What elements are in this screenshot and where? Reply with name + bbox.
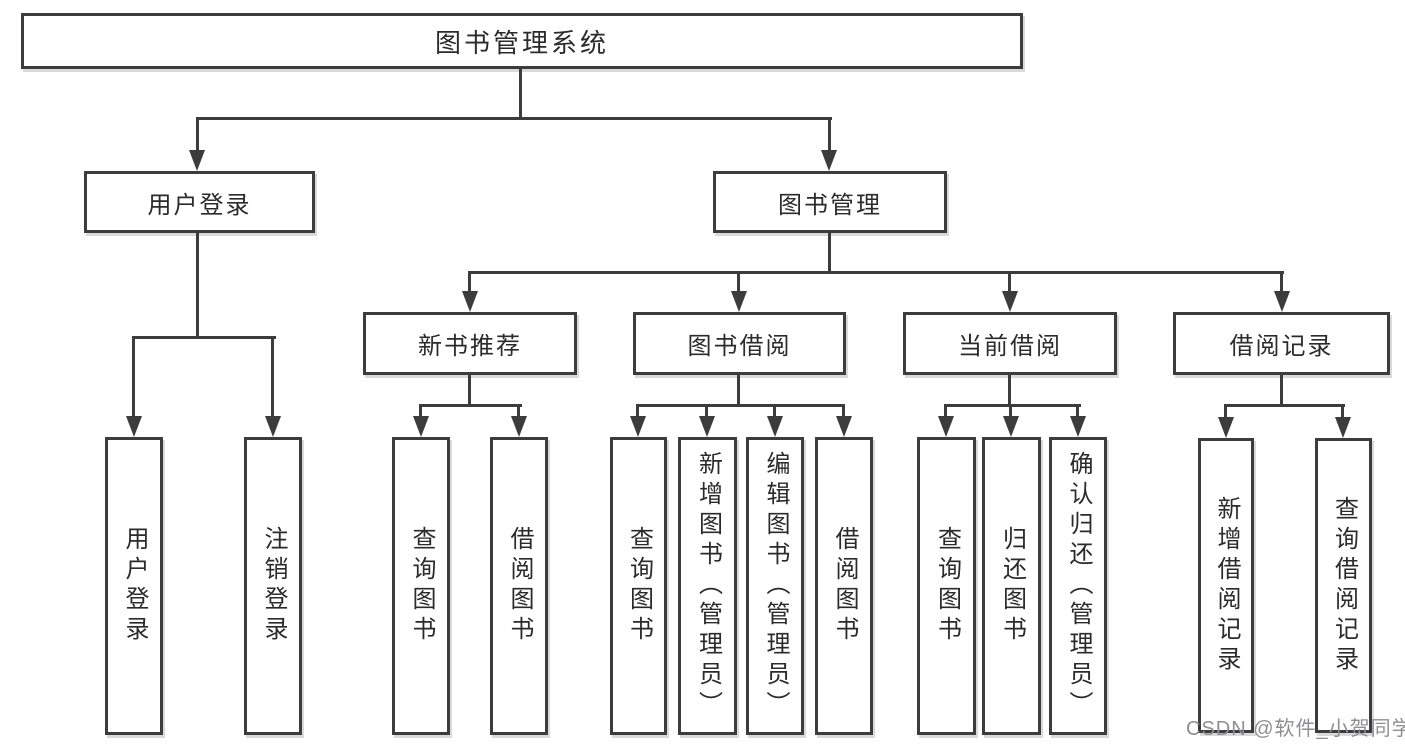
node-label: 借阅记录 <box>1229 333 1334 360</box>
arrowhead-bb-add <box>699 416 715 437</box>
arrowhead-book-branch <box>821 150 837 171</box>
arrowhead-cb-confirm <box>1070 416 1086 437</box>
node-book-management-branch: 图书管理 <box>713 171 947 233</box>
connector-current-borrow-trunk <box>1008 375 1011 406</box>
arrowhead-bb-query <box>630 416 646 437</box>
arrowhead-nb-borrow <box>511 416 527 437</box>
arrowhead-user-branch <box>189 150 205 171</box>
node-label: 图书管理 <box>778 191 882 219</box>
arrowhead-user-login <box>126 416 142 437</box>
node-label: 查询图书 <box>933 526 961 646</box>
connector-drop-br-add <box>1224 404 1227 418</box>
node-book-borrowing: 图书借阅 <box>633 312 846 375</box>
node-label: 查询借阅记录 <box>1330 495 1358 676</box>
node-label: 注销登录 <box>260 526 287 646</box>
node-leaf-logout: 注销登录 <box>244 437 302 735</box>
connector-book-borrow-crossbar <box>636 404 845 407</box>
connector-user-branch-trunk <box>196 233 199 338</box>
node-leaf-cb-return-books: 归还图书 <box>982 437 1041 735</box>
arrowhead-br-add <box>1218 417 1234 438</box>
connector-drop-borrow-records <box>1280 271 1283 293</box>
arrowhead-logout <box>265 416 281 437</box>
arrowhead-current-borrow <box>1002 291 1018 312</box>
arrowhead-cb-return <box>1003 416 1019 437</box>
node-leaf-nb-query-books: 查询图书 <box>392 437 450 735</box>
connector-drop-bb-add <box>705 404 708 417</box>
node-leaf-cb-confirm-return-admin: 确认归还（管理员） <box>1049 437 1107 735</box>
connector-drop-user-branch <box>196 117 199 151</box>
connector-borrow-records-crossbar <box>1224 404 1345 407</box>
arrowhead-bb-edit <box>767 416 783 437</box>
connector-drop-book-borrow <box>737 271 740 293</box>
node-borrowing-records: 借阅记录 <box>1173 312 1390 375</box>
connector-book-branch-trunk <box>828 233 831 273</box>
node-current-borrowing: 当前借阅 <box>903 312 1117 375</box>
csdn-watermark: CSDN @软件_小贺同学 <box>1186 718 1405 740</box>
arrowhead-br-query <box>1335 417 1351 438</box>
connector-drop-nb-borrow <box>517 404 520 417</box>
node-label: 新增图书（管理员） <box>694 451 722 721</box>
node-label: 借阅图书 <box>831 526 858 646</box>
arrowhead-new-book <box>462 291 478 312</box>
connector-root-trunk <box>519 69 522 117</box>
node-leaf-bb-add-books-admin: 新增图书（管理员） <box>678 437 737 735</box>
node-label: 确认归还（管理员） <box>1065 451 1092 721</box>
node-label: 用户登录 <box>147 191 252 219</box>
node-leaf-br-query-record: 查询借阅记录 <box>1315 438 1372 733</box>
connector-drop-new-book <box>468 271 471 293</box>
node-leaf-nb-borrow-books: 借阅图书 <box>490 437 548 735</box>
connector-book-branch-crossbar <box>468 271 1284 274</box>
node-label: 借阅图书 <box>506 526 533 646</box>
node-leaf-bb-borrow-books: 借阅图书 <box>815 437 873 735</box>
arrowhead-cb-query <box>938 416 954 437</box>
node-leaf-user-login: 用户登录 <box>105 437 163 735</box>
connector-current-borrow-crossbar <box>944 404 1081 407</box>
connector-drop-bb-borrow <box>842 404 845 417</box>
node-new-book-recommend: 新书推荐 <box>363 312 577 375</box>
node-label: 用户登录 <box>121 526 148 646</box>
node-label: 新书推荐 <box>418 333 522 360</box>
connector-drop-book-branch <box>828 117 831 151</box>
connector-drop-user-login <box>132 336 135 416</box>
connector-book-borrow-trunk <box>737 375 740 406</box>
connector-drop-current-borrow <box>1008 271 1011 293</box>
node-label: 当前借阅 <box>958 333 1062 360</box>
node-label: 查询图书 <box>408 526 435 646</box>
arrowhead-bb-borrow <box>836 416 852 437</box>
node-user-login-branch: 用户登录 <box>84 171 315 233</box>
connector-borrow-records-trunk <box>1280 375 1283 406</box>
connector-drop-nb-query <box>419 404 422 417</box>
node-label: 图书管理系统 <box>434 27 609 58</box>
connector-drop-logout <box>271 336 274 416</box>
connector-new-book-crossbar <box>419 404 522 407</box>
connector-drop-cb-return <box>1009 404 1012 417</box>
node-label: 归还图书 <box>998 526 1026 646</box>
connector-drop-bb-edit <box>773 404 776 417</box>
node-leaf-br-add-record: 新增借阅记录 <box>1198 438 1254 733</box>
connector-user-branch-crossbar <box>132 336 276 339</box>
node-label: 新增借阅记录 <box>1213 495 1240 676</box>
arrowhead-borrow-records <box>1274 291 1290 312</box>
node-label: 图书借阅 <box>687 333 792 360</box>
node-label: 编辑图书（管理员） <box>762 451 789 721</box>
arrowhead-book-borrow <box>731 291 747 312</box>
connector-drop-br-query <box>1341 404 1344 418</box>
connector-root-crossbar <box>196 117 832 120</box>
connector-drop-cb-query <box>944 404 947 417</box>
connector-drop-bb-query <box>636 404 639 417</box>
connector-drop-cb-confirm <box>1076 404 1079 417</box>
node-label: 查询图书 <box>625 526 653 646</box>
node-leaf-bb-query-books: 查询图书 <box>610 437 667 735</box>
node-leaf-cb-query-books: 查询图书 <box>917 437 976 735</box>
arrowhead-nb-query <box>413 416 429 437</box>
node-leaf-bb-edit-books-admin: 编辑图书（管理员） <box>746 437 804 735</box>
connector-new-book-trunk <box>468 375 471 406</box>
node-root-library-system: 图书管理系统 <box>21 13 1023 69</box>
